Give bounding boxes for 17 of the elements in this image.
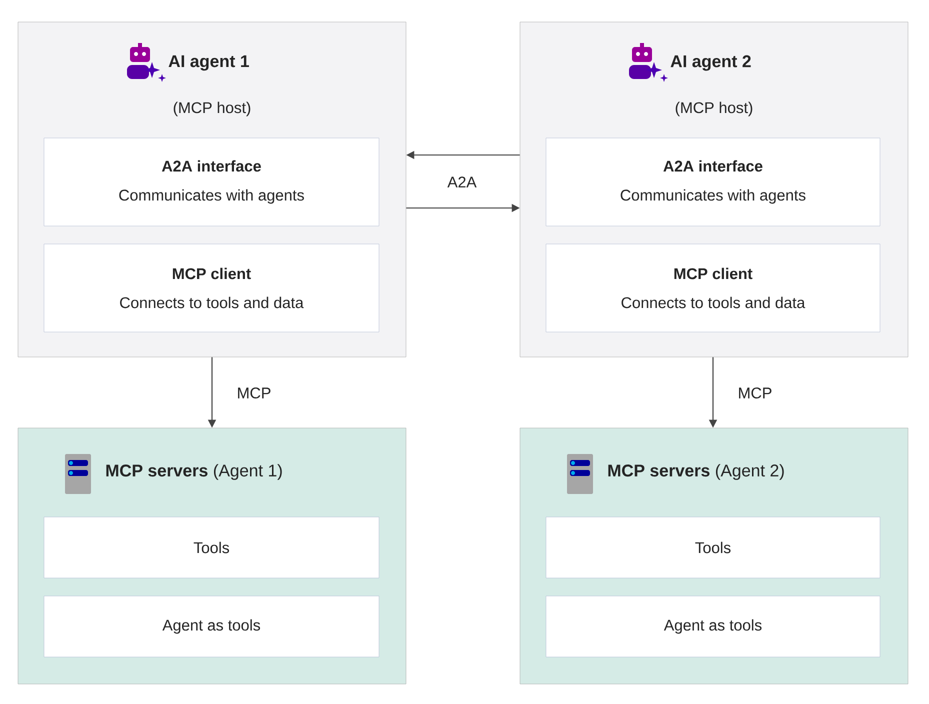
panel-title: MCP servers (Agent 2): [608, 464, 784, 480]
component-box: MCP client Connects to tools and data: [546, 244, 880, 332]
component-box: Agent as tools: [44, 596, 380, 658]
component-box: Agent as tools: [546, 596, 880, 658]
component-box: A2A interface Communicates with agents: [44, 138, 380, 226]
edge-label: A2A: [447, 176, 477, 188]
panel-title: AI agent 1: [168, 55, 249, 71]
panel-subtitle: (MCP host): [174, 102, 250, 116]
edge-label: MCP: [238, 388, 270, 398]
panel-title: MCP servers (Agent 1): [106, 464, 282, 480]
component-box: Tools: [546, 516, 880, 578]
component-box: Tools: [44, 516, 380, 578]
panel-subtitle: (MCP host): [676, 102, 752, 116]
component-box: A2A interface Communicates with agents: [546, 138, 880, 226]
edge-label: MCP: [739, 388, 772, 398]
panel-title: AI agent 2: [670, 55, 751, 71]
component-box: MCP client Connects to tools and data: [44, 244, 380, 332]
